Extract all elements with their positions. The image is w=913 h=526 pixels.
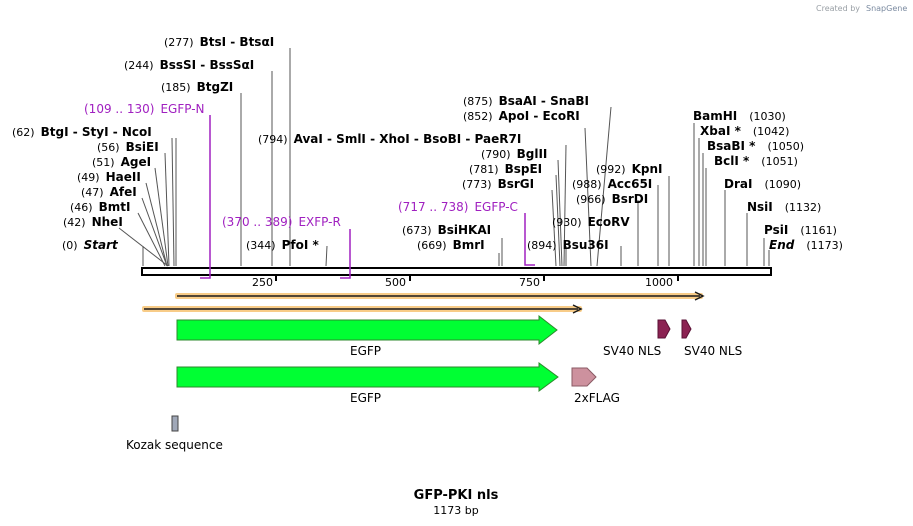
- site-label[interactable]: (344)PfoI *: [246, 238, 319, 252]
- site-label[interactable]: (62)BtgI - StyI - NcoI: [12, 125, 152, 139]
- site-label[interactable]: (992)KpnI: [596, 162, 663, 176]
- plasmid-length: 1173 bp: [433, 504, 478, 517]
- feature-label: Kozak sequence: [126, 438, 223, 452]
- site-label[interactable]: DraI(1090): [724, 177, 801, 191]
- feature-label: SV40 NLS: [603, 344, 661, 358]
- tick-500: 500: [385, 276, 406, 289]
- primer-marks: [200, 115, 535, 279]
- tick-1000: 1000: [645, 276, 673, 289]
- site-label[interactable]: PsiI(1161): [764, 223, 837, 237]
- snapgene-brand: SnapGene: [866, 4, 907, 13]
- site-labels: (277)BtsI - BtsαI (244)BssSI - BssSαI (1…: [12, 35, 843, 252]
- feature-label: EGFP: [350, 391, 381, 405]
- start-label[interactable]: (0)Start: [62, 238, 119, 252]
- site-label[interactable]: (988)Acc65I: [572, 177, 652, 191]
- tick-750: 750: [519, 276, 540, 289]
- site-label[interactable]: (773)BsrGI: [462, 177, 534, 191]
- plasmid-title: GFP-PKI nls: [414, 488, 499, 503]
- site-label[interactable]: BsaBI *(1050): [707, 139, 804, 153]
- site-label[interactable]: (46)BmtI: [70, 200, 130, 214]
- site-label[interactable]: (673)BsiHKAI: [402, 223, 491, 237]
- site-label[interactable]: (930)EcoRV: [552, 215, 630, 229]
- site-label[interactable]: (47)AfeI: [81, 185, 137, 199]
- site-label[interactable]: (42)NheI: [63, 215, 123, 229]
- site-label[interactable]: (277)BtsI - BtsαI: [164, 35, 274, 49]
- primer-label[interactable]: (109 .. 130)EGFP-N: [84, 102, 205, 116]
- site-lines: [118, 48, 770, 267]
- site-label[interactable]: (852)ApoI - EcoRI: [463, 109, 580, 123]
- tick-250: 250: [252, 276, 273, 289]
- site-label[interactable]: XbaI *(1042): [700, 124, 789, 138]
- sv40-nls-arrow[interactable]: [681, 319, 692, 339]
- site-label[interactable]: (875)BsaAI - SnaBI: [463, 94, 589, 108]
- feature-label: 2xFLAG: [574, 391, 620, 405]
- backbone[interactable]: [141, 267, 772, 276]
- site-label[interactable]: BclI *(1051): [714, 154, 798, 168]
- ruler-ticks: 250 500 750 1000: [252, 275, 679, 289]
- site-label[interactable]: BamHI(1030): [693, 109, 786, 123]
- site-label[interactable]: (794)AvaI - SmlI - XhoI - BsoBI - PaeR7I: [258, 132, 521, 146]
- site-label[interactable]: NsiI(1132): [747, 200, 821, 214]
- site-label[interactable]: (669)BmrI: [417, 238, 485, 252]
- site-label[interactable]: (51)AgeI: [92, 155, 151, 169]
- egfp-arrow[interactable]: [176, 362, 559, 392]
- egfp-arrow[interactable]: [176, 314, 558, 346]
- features: EGFP EGFP SV40 NLS SV40 NLS 2xFLAG Kozak…: [126, 314, 742, 452]
- primer-label[interactable]: (717 .. 738)EGFP-C: [398, 200, 518, 214]
- site-label[interactable]: (790)BglII: [481, 147, 547, 161]
- sv40-nls-arrow[interactable]: [657, 319, 671, 339]
- orf-arrows: [142, 291, 705, 314]
- feature-label: SV40 NLS: [684, 344, 742, 358]
- site-label[interactable]: (56)BsiEI: [97, 140, 159, 154]
- primer-label[interactable]: (370 .. 389)EXFP-R: [222, 215, 341, 229]
- kozak-box[interactable]: [171, 415, 179, 432]
- site-label[interactable]: (894)Bsu36I: [527, 238, 609, 252]
- site-label[interactable]: (966)BsrDI: [576, 192, 648, 206]
- site-label[interactable]: (781)BspEI: [469, 162, 542, 176]
- site-label[interactable]: (244)BssSI - BssSαI: [124, 58, 254, 72]
- feature-label: EGFP: [350, 344, 381, 358]
- site-label[interactable]: (49)HaeII: [77, 170, 141, 184]
- credit-text: Created by: [816, 4, 860, 13]
- 2xflag-arrow[interactable]: [571, 367, 597, 387]
- site-label[interactable]: (185)BtgZI: [161, 80, 233, 94]
- end-label[interactable]: End(1173): [769, 238, 843, 252]
